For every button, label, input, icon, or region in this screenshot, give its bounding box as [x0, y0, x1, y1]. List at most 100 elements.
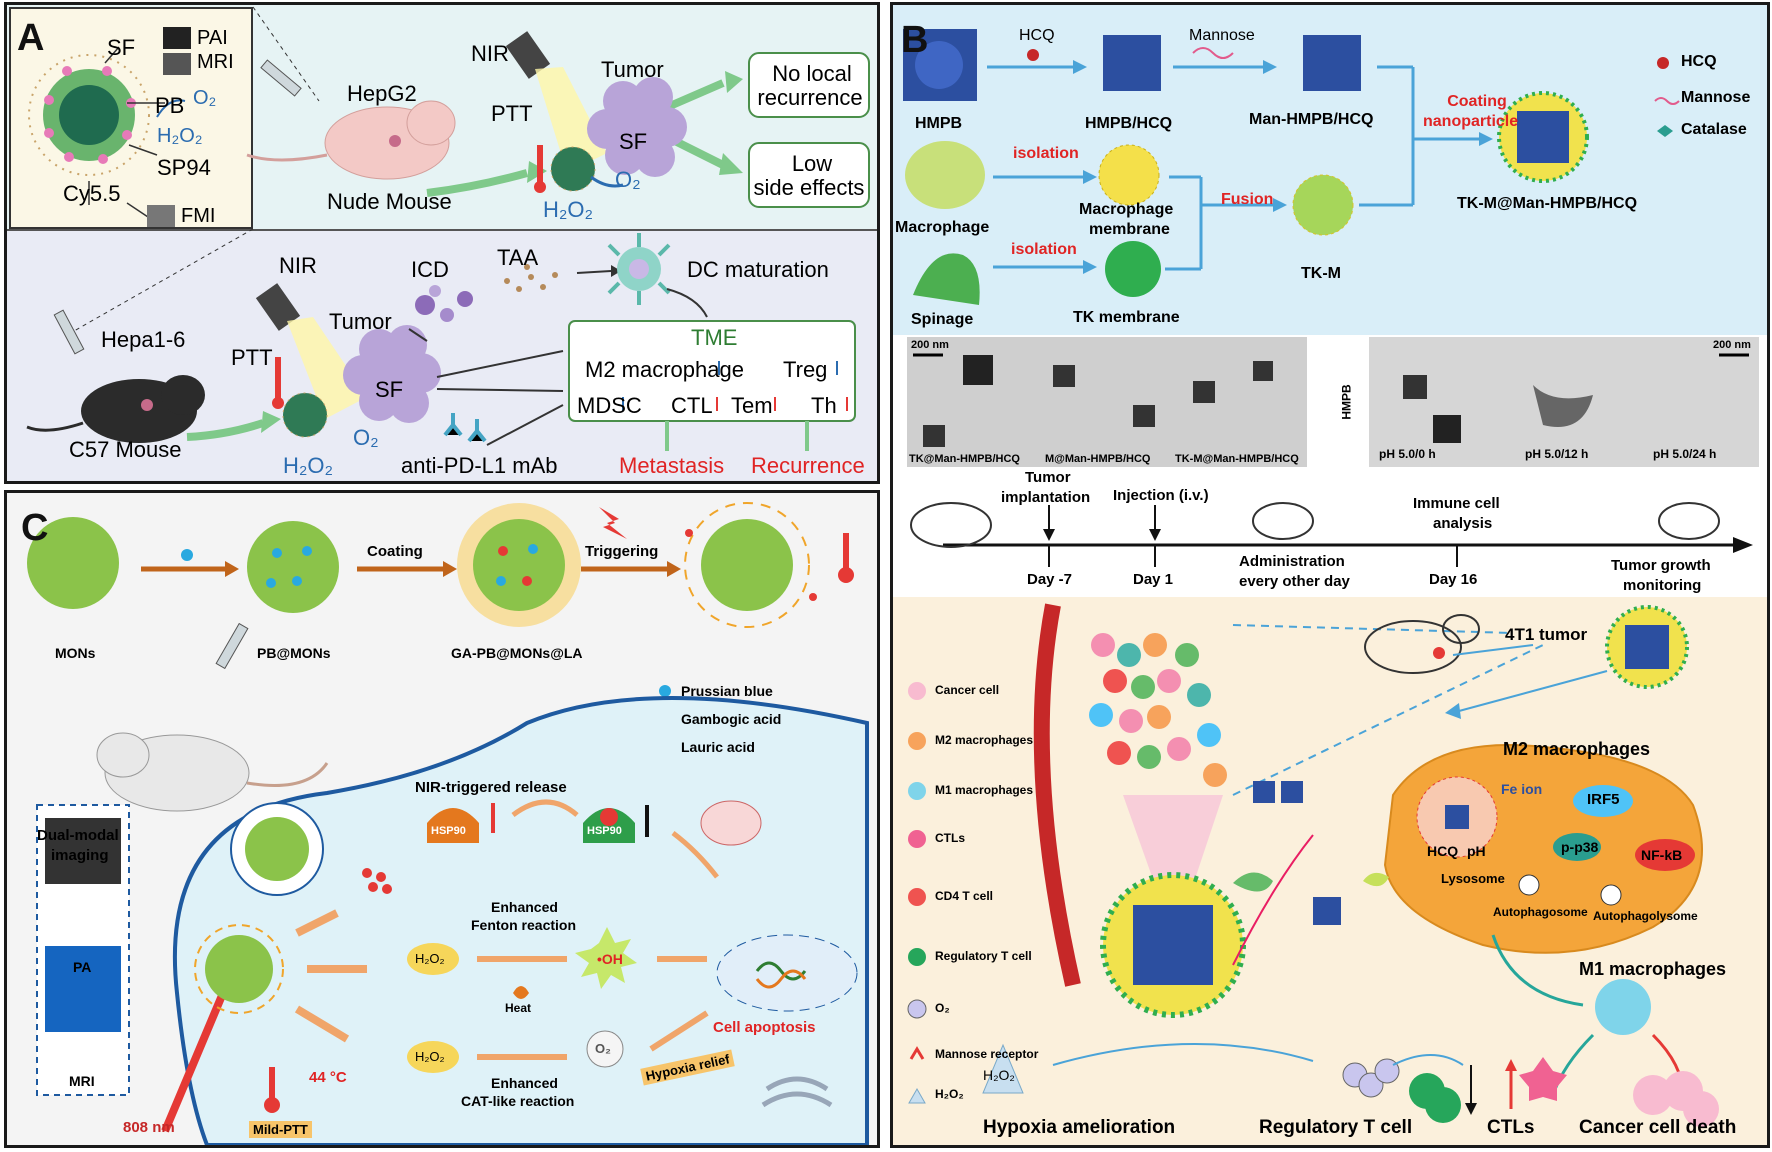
panel-b-label: B	[901, 19, 929, 61]
h2o2-top-label: H₂O₂	[543, 197, 594, 222]
isolation-2-label: isolation	[1011, 241, 1077, 258]
autophagosome-label: Autophagosome	[1493, 905, 1588, 919]
dc-maturation-label: DC maturation	[687, 257, 829, 282]
legend-h2o2: H₂O₂	[935, 1087, 964, 1101]
legend-m1: M1 macrophages	[935, 783, 1034, 797]
legend-ctls: CTLs	[935, 831, 965, 845]
nir-lamp-icon	[505, 31, 607, 173]
nir-top-label: NIR	[471, 41, 509, 66]
c57-mouse-label: C57 Mouse	[69, 437, 182, 462]
m1-macrophages-label: M1 macrophages	[1579, 959, 1727, 979]
timeline-tumor-line-1: Tumor	[1025, 469, 1071, 486]
tme-label: TME	[691, 325, 738, 350]
panel-b: B HCQ Mannose HMPB HMPB/HCQ Man-HMPB/HCQ…	[890, 2, 1770, 1148]
tumor-bottom-icon	[343, 325, 441, 423]
fusion-label: Fusion	[1221, 191, 1274, 208]
timeline-immune-line-2: analysis	[1433, 515, 1493, 532]
ptt-top-label: PTT	[491, 101, 533, 126]
hcq-label: HCQ	[1427, 843, 1459, 859]
cancer-cell-death-label: Cancer cell death	[1579, 1117, 1737, 1138]
cat-line-1: Enhanced	[491, 1075, 558, 1091]
syringe-icon-2	[53, 309, 85, 355]
hepa-label: Hepa1-6	[101, 327, 186, 352]
taa-label: TAA	[497, 245, 539, 270]
legend-lauric-acid: Lauric acid	[681, 739, 755, 755]
hcq-step-label: HCQ	[1019, 27, 1055, 44]
thermometer-icon	[534, 145, 546, 193]
treg-label: Treg	[783, 357, 828, 382]
day-minus-7: Day -7	[1027, 571, 1073, 588]
ph-0h-label: pH 5.0/0 h	[1379, 447, 1436, 461]
nude-mouse-icon	[246, 100, 456, 180]
autophagolysome-label: Autophagolysome	[1593, 909, 1698, 923]
ga-pb-mons-label: GA-PB@MONs@LA	[451, 645, 583, 661]
ph-label: pH	[1467, 843, 1486, 859]
nanoparticle-label: nanoparticle	[1423, 113, 1519, 130]
outcome-1-line-1: No local	[772, 61, 852, 86]
final-nanoparticle-icon	[1497, 91, 1589, 183]
tk-membrane-label: TK membrane	[1073, 309, 1180, 326]
ptt-bottom-label: PTT	[231, 345, 273, 370]
h2o2-c-a: H₂O₂	[415, 951, 445, 966]
legend-catalase-label: Catalase	[1681, 121, 1747, 138]
sf-top-label: SF	[619, 129, 648, 154]
o2-bottom-label: O₂	[353, 425, 379, 450]
dc-cell-icon	[607, 233, 671, 305]
inset-mri-label: MRI	[197, 51, 234, 73]
laser-label: 808 nm	[123, 1119, 175, 1136]
day-1: Day 1	[1133, 571, 1174, 588]
timeline-injection-label: Injection (i.v.)	[1113, 487, 1209, 504]
legend-cancer-cell: Cancer cell	[935, 683, 1000, 697]
anti-pd-l1-label: anti-PD-L1 mAb	[401, 453, 558, 478]
hypoxia-amelioration-label: Hypoxia amelioration	[983, 1117, 1176, 1138]
timeline-immune-line-1: Immune cell	[1413, 495, 1500, 512]
thermometer-icon-2	[272, 357, 284, 409]
thermometer-top-icon	[838, 533, 854, 583]
panel-c: C MONs PB@MONs GA-PB@MONs@LA Coating Tri…	[4, 490, 880, 1148]
timeline-growth-line-1: Tumor growth	[1611, 557, 1711, 574]
antibody-icon	[443, 413, 487, 443]
mdsc-label: MDSC	[577, 393, 642, 418]
p-p38-label: p-p38	[1561, 839, 1599, 855]
icd-label: ICD	[411, 257, 449, 282]
legend-m2: M2 macrophages	[935, 733, 1034, 747]
inset-h2o2-label: H₂O₂	[157, 125, 203, 147]
big-nanoparticle-icon	[1100, 872, 1246, 1018]
coating-c-label: Coating	[367, 543, 423, 560]
pb-mons-label: PB@MONs	[257, 645, 331, 661]
oh-label: •OH	[597, 951, 623, 967]
ph-24h-label: pH 5.0/24 h	[1653, 447, 1717, 461]
timeline-admin-line-1: Administration	[1239, 553, 1345, 570]
nf-kb-label: NF-kB	[1641, 847, 1683, 863]
inset-pai-label: PAI	[197, 27, 228, 49]
ctls-label: CTLs	[1487, 1117, 1535, 1138]
legend-cd4: CD4 T cell	[935, 889, 994, 903]
syringe-icon	[260, 59, 302, 97]
spinage-label: Spinage	[911, 311, 974, 328]
day-16: Day 16	[1429, 571, 1478, 588]
inset-sp94-label: SP94	[157, 155, 211, 180]
mouse-4t1-icon	[1364, 614, 1480, 674]
nir-lamp-icon-2	[255, 283, 367, 419]
outcome-2-line-2: side effects	[753, 175, 865, 200]
tem-scale-1: 200 nm	[911, 339, 949, 351]
coating-label: Coating	[1447, 93, 1507, 110]
h2o2-c-b: H₂O₂	[415, 1049, 445, 1064]
h2o2-mech-label: H₂O₂	[983, 1067, 1015, 1083]
tumor-top-icon	[587, 77, 687, 177]
timeline-admin-line-2: every other day	[1239, 573, 1350, 590]
heat-label: Heat	[505, 1001, 532, 1015]
fenton-line-1: Enhanced	[491, 899, 558, 915]
cat-line-2: CAT-like reaction	[461, 1093, 575, 1109]
dual-modal-line-2: imaging	[51, 847, 109, 864]
fenton-line-2: Fenton reaction	[471, 917, 577, 933]
sf-bottom-label: SF	[375, 377, 404, 402]
inset-sf-label: SF	[107, 35, 136, 60]
lysosome-label: Lysosome	[1441, 871, 1505, 886]
legend-o2: O₂	[935, 1001, 950, 1015]
legend-mannose-label: Mannose	[1681, 89, 1751, 106]
h2o2-bottom-label: H₂O₂	[283, 453, 334, 478]
legend-gambogic-acid: Gambogic acid	[681, 711, 782, 727]
thermometer-bottom-icon	[264, 1067, 280, 1113]
inset-pb-label: PB	[155, 93, 185, 118]
